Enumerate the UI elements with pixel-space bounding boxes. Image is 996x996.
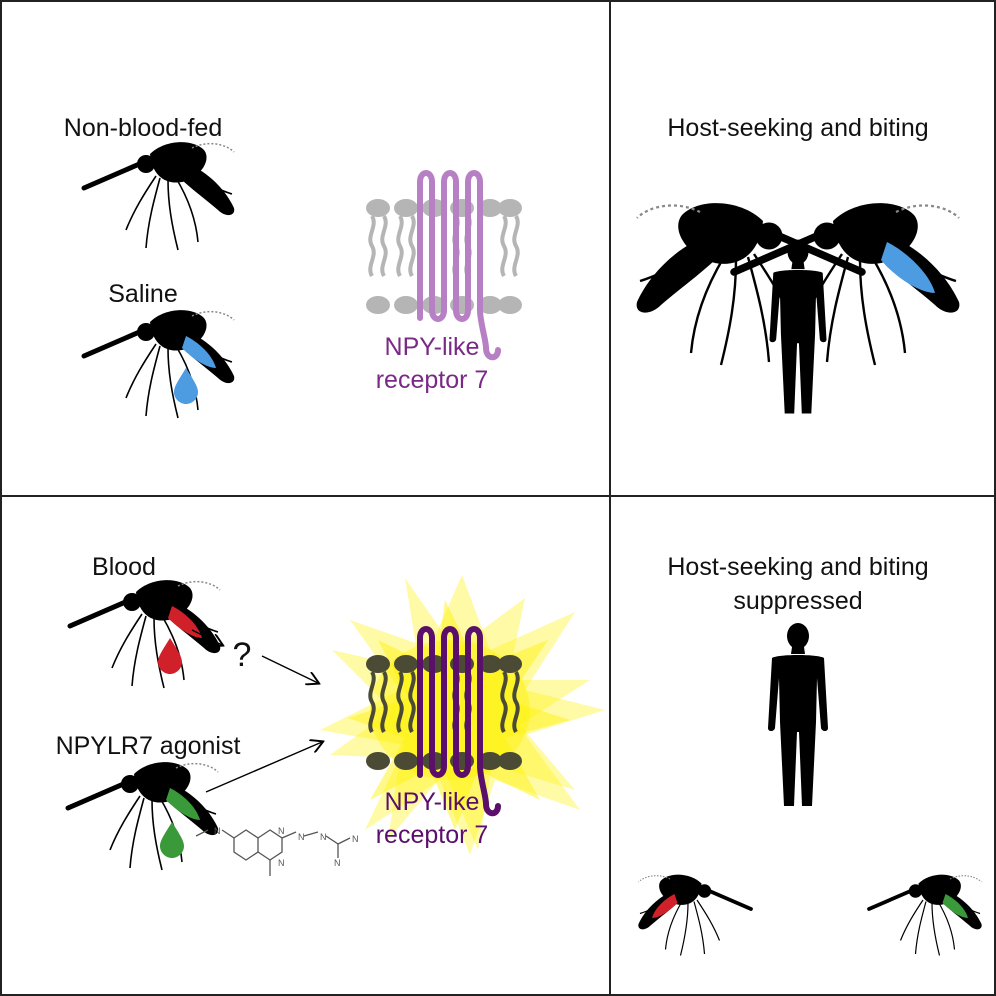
mosquito-non-blood-fed-icon [84,142,234,250]
label-non-blood-fed: Non-blood-fed [64,114,222,142]
svg-text:N: N [298,832,305,842]
title-suppressed-line2: suppressed [733,587,862,615]
svg-text:N: N [278,858,285,868]
arrow-agonist-to-receptor [205,742,322,793]
mosquito-saline-icon [84,310,234,418]
svg-text:N: N [278,826,285,836]
receptor-label-top-line1: NPY-like [385,333,480,361]
label-blood: Blood [92,553,156,581]
blood-drop-icon [158,638,182,674]
human-silhouette-bottom-icon [768,623,828,806]
svg-text:N: N [334,858,341,868]
mosquito-biting-right-icon [734,203,959,365]
agonist-drop-icon [160,822,184,858]
npy-like-receptor-7-bottom [417,626,501,817]
receptor-label-top-line2: receptor 7 [376,366,489,394]
mosquito-agonist-fed-icon [68,762,218,870]
arrow-blood-to-question [191,629,222,645]
receptor-label-bottom-line2: receptor 7 [376,821,489,849]
mosquito-resting-blood-icon [636,872,753,958]
mosquito-blood-fed-icon [70,580,220,688]
chem-atom-labels: N N N N N N N [214,826,359,868]
agonist-chemical-structure-icon [195,829,351,876]
label-saline: Saline [108,280,178,308]
saline-drop-icon [174,368,198,404]
npy-like-receptor-7-top [417,170,501,361]
label-npylr7-agonist: NPYLR7 agonist [56,732,241,760]
question-mark: ? [233,636,252,674]
human-silhouette-top-icon [769,239,827,414]
title-suppressed-line1: Host-seeking and biting [667,553,928,581]
mosquito-resting-agonist-icon [867,872,984,958]
receptor-label-bottom-line1: NPY-like [385,788,480,816]
svg-text:N: N [352,834,359,844]
svg-text:N: N [214,826,221,836]
svg-text:N: N [320,832,327,842]
title-host-seeking: Host-seeking and biting [667,114,928,142]
arrow-question-to-receptor [261,655,318,683]
